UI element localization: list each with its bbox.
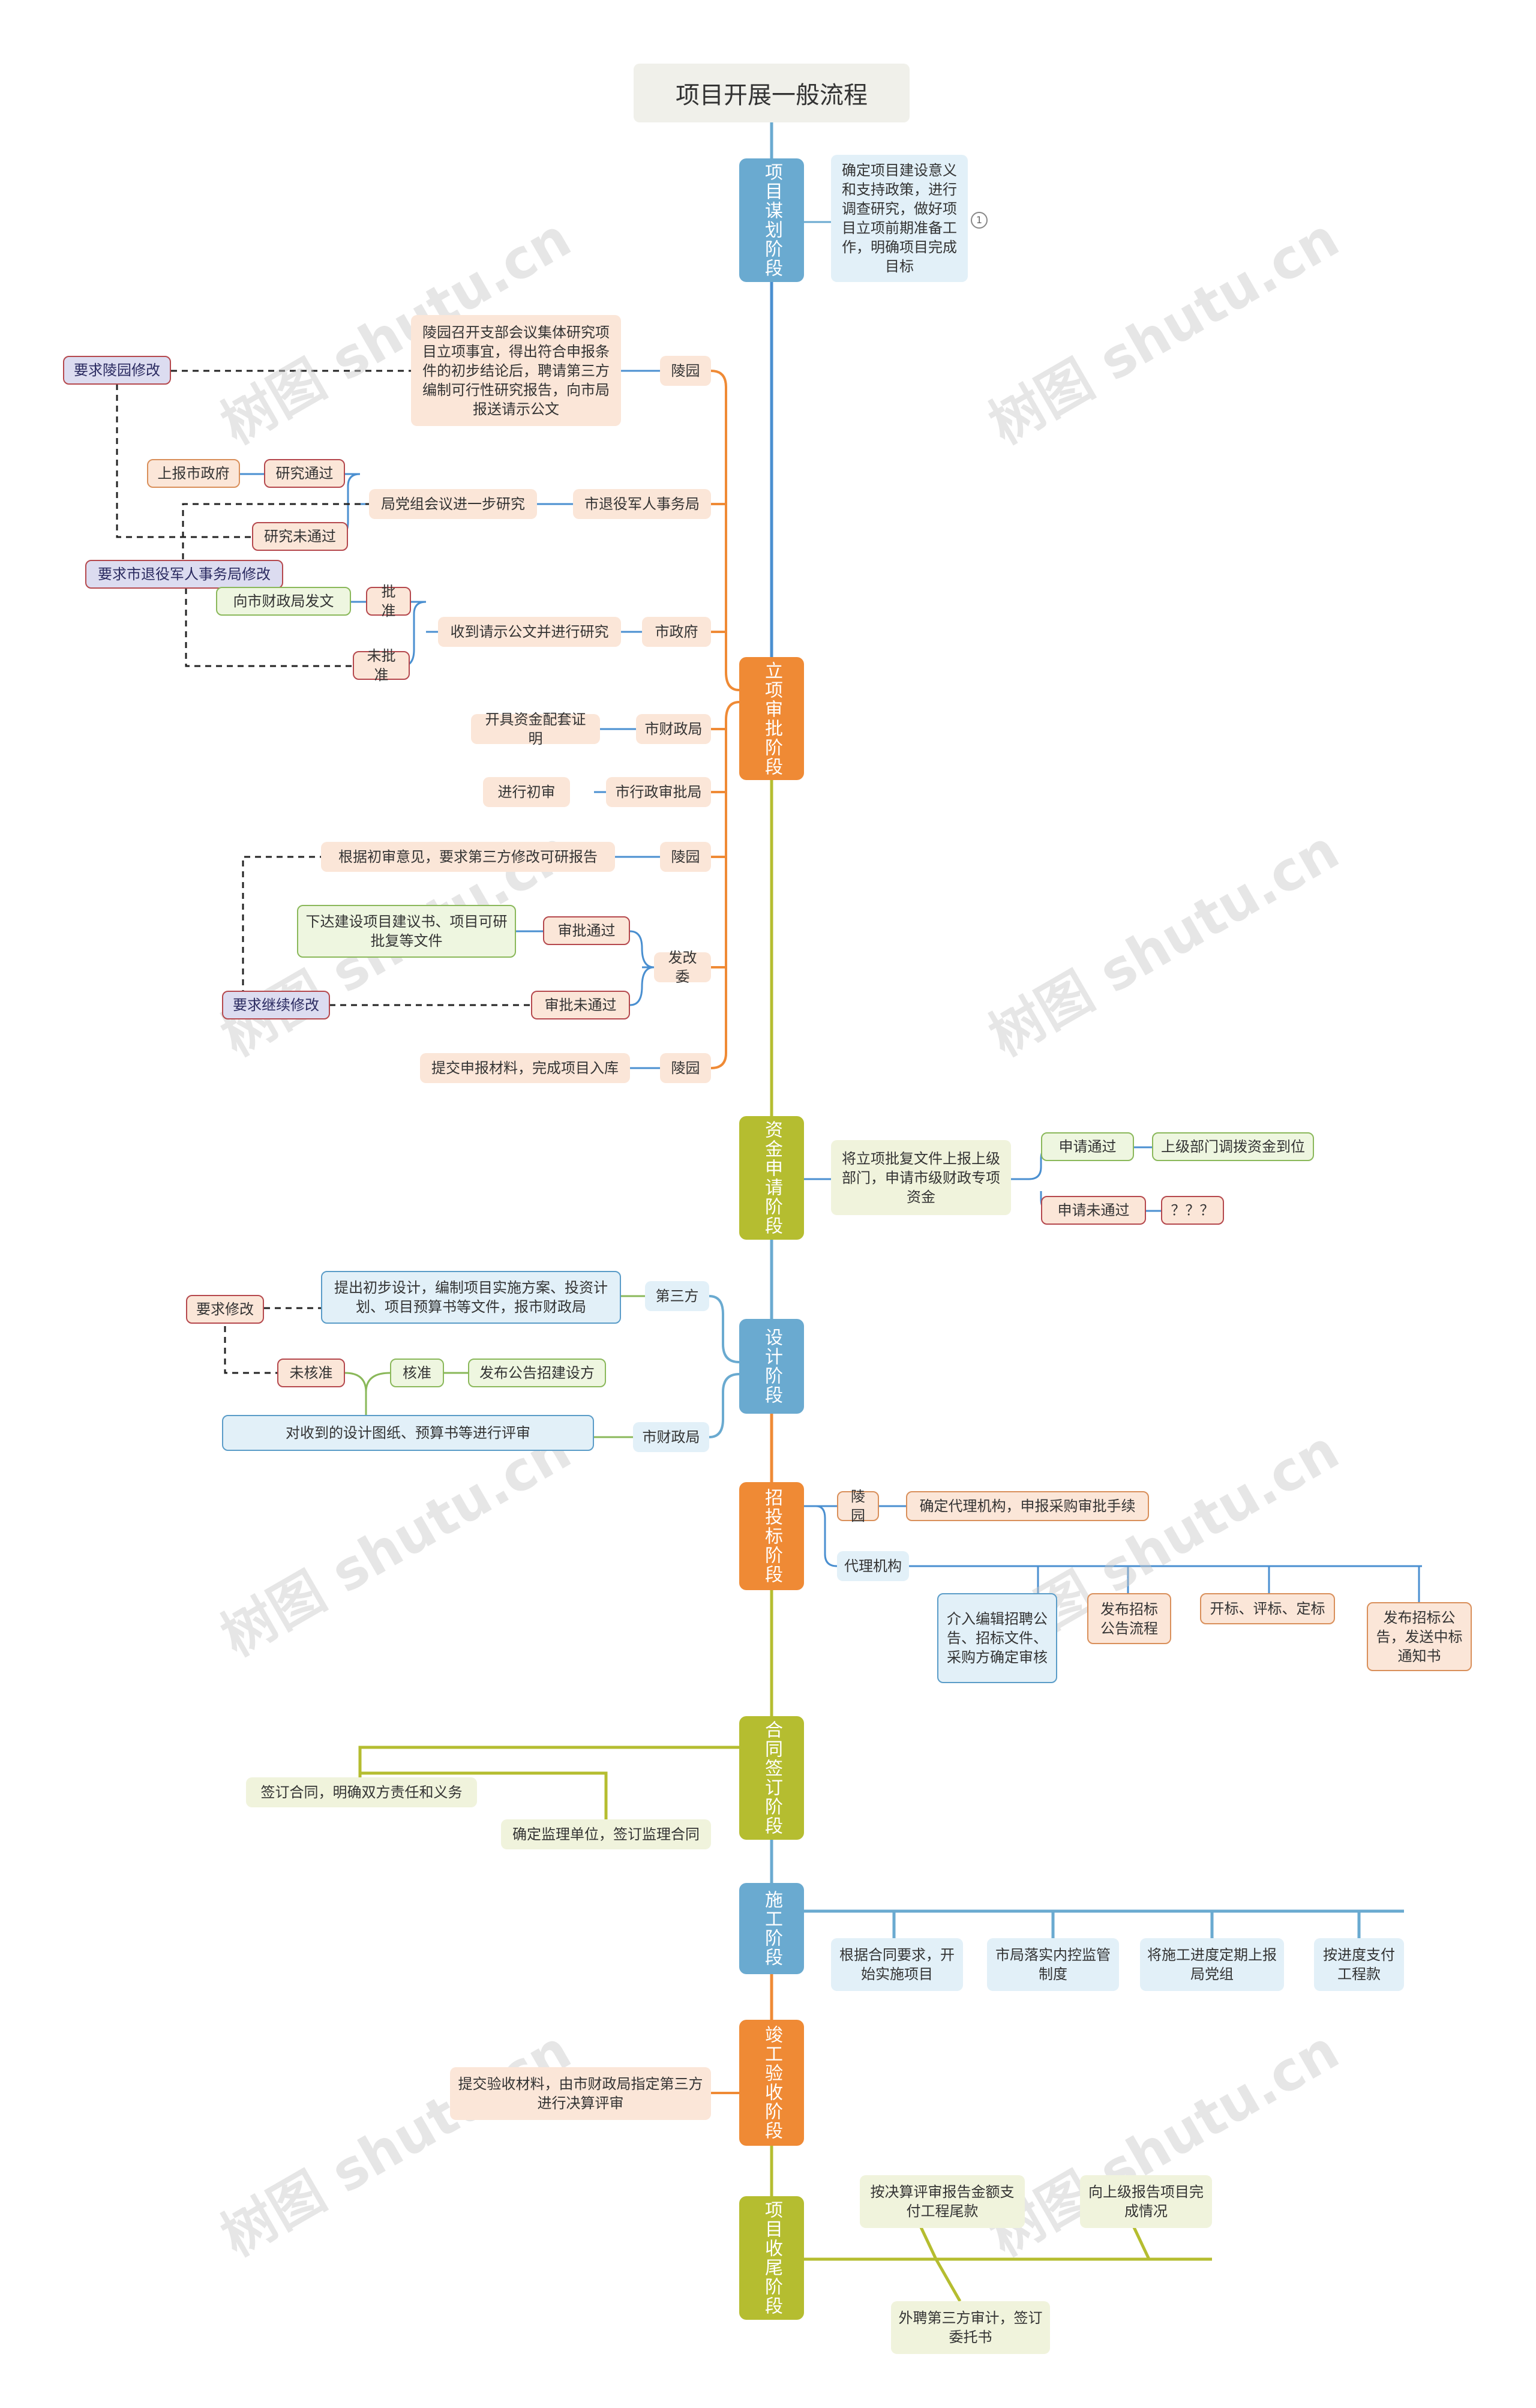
lingyuan-submit-text: 提交申报材料，完成项目入库 — [420, 1053, 630, 1083]
lingyuan-revise-text: 根据初审意见，要求第三方修改可研报告 — [321, 842, 615, 872]
node-finance-bureau: 市财政局 — [636, 714, 711, 744]
req-continue-modify: 要求继续修改 — [222, 991, 330, 1019]
approved: 核准 — [390, 1359, 444, 1387]
contract-supervision: 确定监理单位，签订监理合同 — [501, 1819, 711, 1849]
stage-construction[interactable]: 施工阶段 — [739, 1883, 804, 1974]
funding-text: 将立项批复文件上报上级部门，申请市级财政专项资金 — [831, 1140, 1011, 1215]
node-lingyuan: 陵园 — [660, 356, 711, 386]
not-approve: 未批准 — [353, 647, 410, 683]
funding-fail: 申请未通过 — [1041, 1196, 1146, 1225]
design-review-text: 对收到的设计图纸、预算书等进行评审 — [222, 1415, 594, 1451]
lingyuan-bid-text: 确定代理机构，申报采购审批手续 — [906, 1491, 1149, 1521]
admin-review-text: 进行初审 — [483, 777, 570, 807]
gov-research-text: 收到请示公文并进行研究 — [438, 617, 621, 647]
stage-contract[interactable]: 合同签订阶段 — [739, 1716, 804, 1840]
node-third-party: 第三方 — [645, 1281, 709, 1311]
stage-funding[interactable]: 资金申请阶段 — [739, 1116, 804, 1240]
planning-text: 确定项目建设意义和支持政策，进行调查研究，做好项目立项前期准备工作，明确项目完成… — [831, 155, 968, 282]
node-finance-bureau-design: 市财政局 — [633, 1422, 709, 1452]
construction-1: 根据合同要求，开始实施项目 — [831, 1938, 963, 1991]
report-gov: 上报市政府 — [147, 459, 240, 488]
approve: 批准 — [366, 583, 411, 619]
node-veteran-bureau: 市退役军人事务局 — [573, 489, 711, 519]
node-lingyuan-3: 陵园 — [660, 1053, 711, 1083]
agency-step-4: 发布招标公告，发送中标通知书 — [1367, 1602, 1472, 1671]
closing-payment: 按决算评审报告金额支付工程尾款 — [860, 2175, 1025, 2228]
stage-closing[interactable]: 项目收尾阶段 — [739, 2196, 804, 2320]
ndrc-pass-text: 下达建设项目建议书、项目可研批复等文件 — [297, 905, 516, 958]
agency-step-3: 开标、评标、定标 — [1200, 1593, 1335, 1624]
third-party-text: 提出初步设计，编制项目实施方案、投资计划、项目预算书等文件，报市财政局 — [321, 1271, 621, 1324]
closing-report: 向上级报告项目完成情况 — [1080, 2175, 1212, 2228]
construction-3: 将施工进度定期上报局党组 — [1140, 1938, 1284, 1991]
node-lingyuan-2: 陵园 — [660, 842, 711, 872]
agency-step-2: 发布招标公告流程 — [1087, 1593, 1171, 1644]
veteran-research-text: 局党组会议进一步研究 — [369, 489, 537, 519]
node-agency: 代理机构 — [837, 1551, 909, 1581]
research-fail: 研究未通过 — [252, 522, 348, 551]
stage-planning[interactable]: 项目谋划阶段 — [739, 158, 804, 282]
req-lingyuan-modify: 要求陵园修改 — [63, 356, 171, 385]
publish-notice: 发布公告招建设方 — [468, 1359, 606, 1387]
ndrc-fail: 审批未通过 — [531, 991, 630, 1019]
req-veteran-modify: 要求市退役军人事务局修改 — [85, 560, 283, 589]
stage-approval[interactable]: 立项审批阶段 — [739, 657, 804, 780]
node-admin-bureau: 市行政审批局 — [606, 777, 711, 807]
construction-2: 市局落实内控监管制度 — [987, 1938, 1119, 1991]
closing-audit: 外聘第三方审计，签订委托书 — [891, 2301, 1050, 2354]
agency-step-1: 介入编辑招聘公告、招标文件、采购方确定审核 — [937, 1593, 1057, 1683]
ndrc-pass: 审批通过 — [543, 916, 630, 945]
page-title: 项目开展一般流程 — [634, 64, 910, 122]
node-ndrc: 发改委 — [654, 949, 711, 985]
node-lingyuan-bid: 陵园 — [837, 1488, 879, 1524]
not-approved: 未核准 — [277, 1359, 345, 1387]
lingyuan-research-text: 陵园召开支部会议集体研究项目立项事宜，得出符合申报条件的初步结论后，聘请第三方编… — [411, 315, 621, 426]
funding-fail-text: ？？？ — [1161, 1196, 1224, 1225]
node-city-gov: 市政府 — [642, 617, 711, 647]
finance-cert-text: 开具资金配套证明 — [471, 711, 600, 747]
research-pass: 研究通过 — [264, 459, 345, 488]
acceptance-text: 提交验收材料，由市财政局指定第三方进行决算评审 — [450, 2067, 711, 2120]
note-badge[interactable]: 1 — [971, 212, 988, 229]
req-modify: 要求修改 — [186, 1295, 264, 1324]
stage-design[interactable]: 设计阶段 — [739, 1319, 804, 1414]
funding-pass: 申请通过 — [1041, 1132, 1134, 1161]
funding-pass-text: 上级部门调拨资金到位 — [1152, 1132, 1314, 1161]
contract-sign: 签订合同，明确双方责任和义务 — [246, 1777, 477, 1807]
to-finance-doc: 向市财政局发文 — [216, 587, 351, 616]
stage-acceptance[interactable]: 竣工验收阶段 — [739, 2020, 804, 2146]
stage-bidding[interactable]: 招投标阶段 — [739, 1482, 804, 1590]
construction-4: 按进度支付工程款 — [1314, 1938, 1404, 1991]
